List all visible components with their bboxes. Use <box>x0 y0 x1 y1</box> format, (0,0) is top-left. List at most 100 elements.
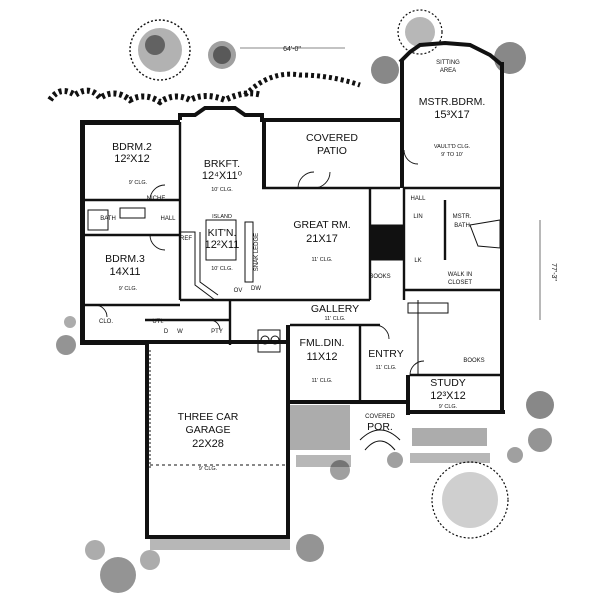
svg-text:12²X11: 12²X11 <box>205 239 240 251</box>
label-clo-left: CLO. <box>99 319 113 325</box>
room-walk-in-closet: WALK IN CLOSET <box>448 272 473 286</box>
label-lk: LK <box>414 258 421 264</box>
shrubs-bottom-center <box>296 452 403 562</box>
svg-text:10' CLG.: 10' CLG. <box>211 266 233 272</box>
room-gallery: GALLERY 11' CLG. <box>311 303 359 322</box>
svg-text:10' CLG.: 10' CLG. <box>211 187 233 193</box>
svg-text:AREA: AREA <box>440 68 456 74</box>
room-bdrm3: BDRM.3 14X11 9' CLG. <box>105 253 145 292</box>
bath-vanity <box>119 207 146 219</box>
svg-text:14X11: 14X11 <box>110 266 141 278</box>
svg-text:12²X12: 12²X12 <box>114 153 149 165</box>
room-bdrm2: BDRM.2 12²X12 9' CLG. <box>112 141 152 186</box>
room-study: BOOKS STUDY 12³X12 9' CLG. <box>430 358 484 410</box>
interior-walls <box>85 122 500 400</box>
label-lin: LIN <box>413 214 422 220</box>
garage-steps <box>257 329 281 353</box>
dimensions: 64'-0" 77'-3" <box>240 46 557 320</box>
svg-text:11' CLG.: 11' CLG. <box>311 378 333 384</box>
svg-text:9' CLG.: 9' CLG. <box>439 404 458 410</box>
svg-text:21X17: 21X17 <box>306 233 338 245</box>
svg-text:BDRM.3: BDRM.3 <box>105 253 145 265</box>
tree-bottom-right <box>431 391 554 539</box>
label-books-left: BOOKS <box>369 274 390 280</box>
room-garage: THREE CAR GARAGE 22X28 9' CLG. <box>178 411 239 472</box>
svg-text:BRKFT.: BRKFT. <box>204 158 240 170</box>
room-great-rm: GREAT RM. 21X17 11' CLG. <box>293 219 350 263</box>
svg-text:9' CLG.: 9' CLG. <box>129 180 148 186</box>
svg-text:GREAT RM.: GREAT RM. <box>293 219 350 231</box>
svg-text:THREE CAR: THREE CAR <box>178 411 239 423</box>
room-entry: ENTRY 11' CLG. <box>368 348 403 371</box>
doors <box>94 149 425 376</box>
label-hall-left: HALL <box>160 216 176 222</box>
room-mstr-bdrm: MSTR.BDRM. 15³X17 VAULT'D CLG. 9' TO 10' <box>419 96 486 158</box>
shrubs-bottom-left <box>85 540 160 593</box>
room-fml-din: FML.DIN. 11X12 11' CLG. <box>300 337 345 384</box>
shrub-top-center <box>208 41 236 69</box>
label-hall-right: HALL <box>410 196 426 202</box>
width-dimension: 64'-0" <box>283 46 301 53</box>
fireplace <box>369 224 405 261</box>
bath-tub <box>87 209 109 231</box>
label-pantry: PTY <box>211 329 223 335</box>
svg-text:ISLAND: ISLAND <box>212 214 232 220</box>
label-dryer: D <box>164 329 169 335</box>
kitchen-counter <box>180 231 216 301</box>
svg-text:GARAGE: GARAGE <box>186 424 231 436</box>
svg-text:PATIO: PATIO <box>317 145 347 157</box>
svg-text:WALK IN: WALK IN <box>448 272 472 278</box>
landscaping <box>47 9 554 593</box>
svg-text:BATH: BATH <box>454 223 470 229</box>
svg-text:9' CLG.: 9' CLG. <box>199 466 218 472</box>
svg-text:9' TO 10': 9' TO 10' <box>441 152 463 158</box>
svg-text:POR.: POR. <box>367 421 393 433</box>
svg-text:12⁴X11⁰: 12⁴X11⁰ <box>202 170 243 182</box>
svg-text:11' CLG.: 11' CLG. <box>311 257 333 263</box>
svg-text:VAULT'D CLG.: VAULT'D CLG. <box>434 144 471 150</box>
svg-text:KIT'N.: KIT'N. <box>208 227 237 239</box>
svg-text:COVERED: COVERED <box>306 132 358 144</box>
svg-text:GALLERY: GALLERY <box>311 303 359 315</box>
front-steps <box>359 429 401 441</box>
label-ov: OV <box>234 288 243 294</box>
label-ref: REF <box>180 236 192 242</box>
svg-text:CLOSET: CLOSET <box>448 280 472 286</box>
tree-top-left <box>129 19 191 81</box>
svg-text:11' CLG.: 11' CLG. <box>324 316 346 322</box>
room-mstr-bath: MSTR. BATH <box>453 214 472 229</box>
svg-text:11X12: 11X12 <box>307 351 338 363</box>
svg-text:COVERED: COVERED <box>365 414 395 420</box>
tree-top-right <box>371 9 526 84</box>
svg-text:ENTRY: ENTRY <box>368 348 403 360</box>
svg-text:22X28: 22X28 <box>192 438 224 450</box>
planter-bed-front <box>150 405 490 550</box>
svg-text:SITTING: SITTING <box>436 60 460 66</box>
hedge-left <box>56 316 76 355</box>
svg-text:FML.DIN.: FML.DIN. <box>300 337 345 349</box>
hedge-top <box>47 71 361 106</box>
room-labels: BDRM.2 12²X12 9' CLG. NICHE HALL BATH BD… <box>99 60 485 472</box>
svg-text:12³X12: 12³X12 <box>430 390 465 402</box>
label-niche: NICHE <box>147 196 166 202</box>
depth-dimension: 77'-3" <box>550 263 557 281</box>
label-snack-ledge: SNAK LEDGE <box>254 233 260 271</box>
svg-text:15³X17: 15³X17 <box>434 109 469 121</box>
svg-text:11' CLG.: 11' CLG. <box>375 365 397 371</box>
svg-text:BDRM.2: BDRM.2 <box>112 141 152 153</box>
svg-text:MSTR.BDRM.: MSTR.BDRM. <box>419 96 486 108</box>
label-bath: BATH <box>100 216 116 222</box>
svg-text:STUDY: STUDY <box>430 377 466 389</box>
snack-ledge <box>244 221 254 283</box>
label-washer: W <box>177 329 183 335</box>
label-dw: DW <box>251 286 261 292</box>
room-covered-patio: COVERED PATIO <box>306 132 358 157</box>
room-covered-por: COVERED POR. <box>365 414 395 433</box>
svg-text:BOOKS: BOOKS <box>463 358 484 364</box>
room-kitchen: ISLAND KIT'N. 12²X11 10' CLG. <box>205 214 240 272</box>
fixtures <box>87 207 501 470</box>
svg-text:MSTR.: MSTR. <box>453 214 472 220</box>
master-tub <box>469 219 501 249</box>
room-sitting: SITTING AREA <box>436 60 460 74</box>
